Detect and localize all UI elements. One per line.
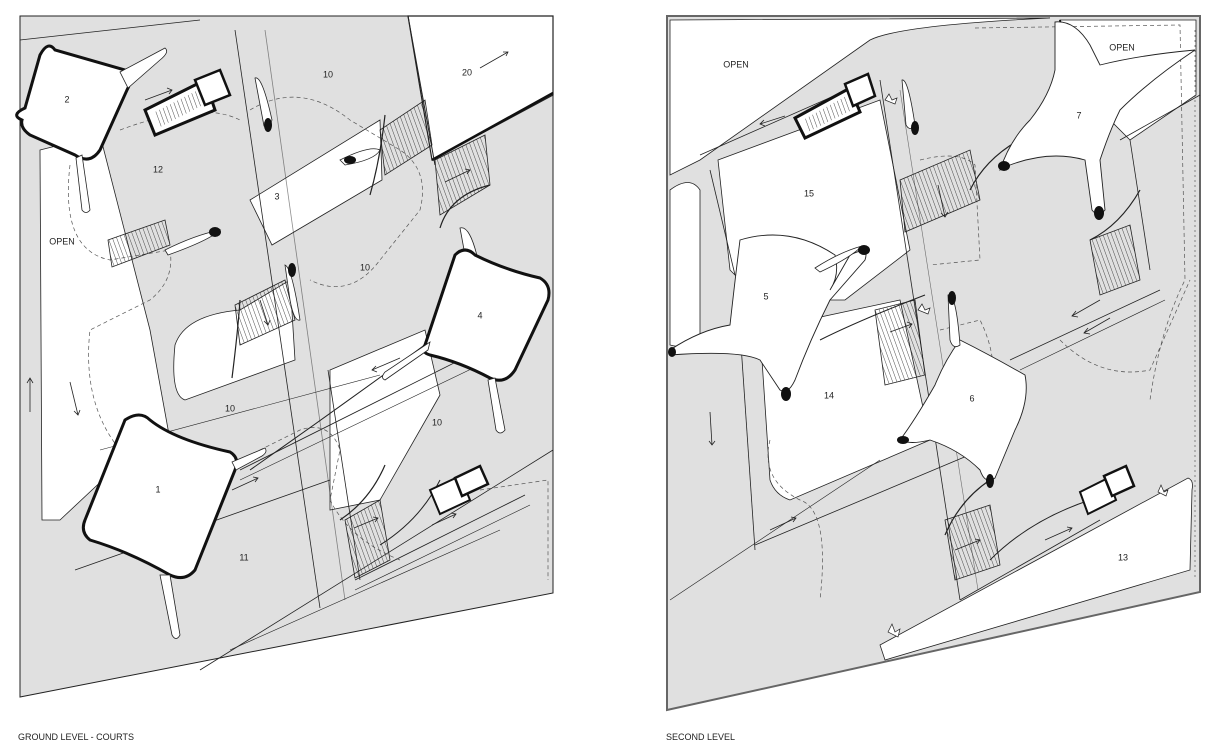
stair-d xyxy=(944,504,1001,581)
second-label-14: 14 xyxy=(824,390,834,400)
ground-label-10-mid: 10 xyxy=(360,262,370,272)
pod-1 xyxy=(81,413,267,639)
ground-label-10-center: 10 xyxy=(225,403,235,413)
second-label-6: 6 xyxy=(969,393,974,403)
ground-label-10-top: 10 xyxy=(323,69,333,79)
ground-label-3: 3 xyxy=(274,191,279,201)
second-label-open-left: OPEN xyxy=(723,59,749,69)
second-label-13: 13 xyxy=(1118,552,1128,562)
room-13 xyxy=(879,477,1193,661)
court-10-right xyxy=(329,329,441,511)
ground-label-20: 20 xyxy=(462,67,472,77)
ground-label-12: 12 xyxy=(153,164,163,174)
stair-1 xyxy=(107,219,171,268)
ground-label-10-right: 10 xyxy=(432,417,442,427)
ground-label-open: OPEN xyxy=(49,236,75,246)
second-dashed-path xyxy=(919,24,1186,401)
stair-c xyxy=(874,299,926,386)
ground-label-2: 2 xyxy=(64,94,69,104)
ground-level-title: GROUND LEVEL - COURTS xyxy=(18,732,134,742)
second-level-plan: OPEN OPEN 7 15 5 14 6 13 SECOND LEVEL xyxy=(666,15,1201,742)
stair-5 xyxy=(344,499,391,579)
core-top xyxy=(143,68,232,137)
second-label-7: 7 xyxy=(1076,110,1081,120)
second-label-open-right: OPEN xyxy=(1109,42,1135,52)
ground-labels: 2 12 OPEN 10 20 3 10 4 10 10 1 11 xyxy=(49,67,482,562)
pod-7 xyxy=(999,21,1196,215)
left-band xyxy=(669,182,701,348)
second-label-15: 15 xyxy=(804,188,814,198)
core-second-bottom xyxy=(1078,464,1136,516)
stair-b xyxy=(1089,224,1141,296)
stair-2 xyxy=(234,279,296,346)
ground-level-plan: 2 12 OPEN 10 20 3 10 4 10 10 1 11 GROUND… xyxy=(15,15,554,742)
ground-arrows xyxy=(26,51,509,529)
core-bottom xyxy=(428,464,490,516)
second-arrows xyxy=(708,115,1111,551)
stair-a xyxy=(899,149,981,233)
pod-2 xyxy=(15,44,168,213)
second-label-5: 5 xyxy=(763,291,768,301)
open-area-top-left xyxy=(669,17,1051,176)
plant-symbols xyxy=(884,93,1169,638)
second-level-title: SECOND LEVEL xyxy=(666,732,735,742)
ground-label-4: 4 xyxy=(477,310,482,320)
core-second-top xyxy=(793,72,877,140)
ground-label-11: 11 xyxy=(239,552,248,562)
second-labels: OPEN OPEN 7 15 5 14 6 13 xyxy=(723,42,1135,562)
pod-4 xyxy=(382,248,551,434)
stair-3 xyxy=(379,99,433,176)
ground-label-1: 1 xyxy=(155,484,160,494)
